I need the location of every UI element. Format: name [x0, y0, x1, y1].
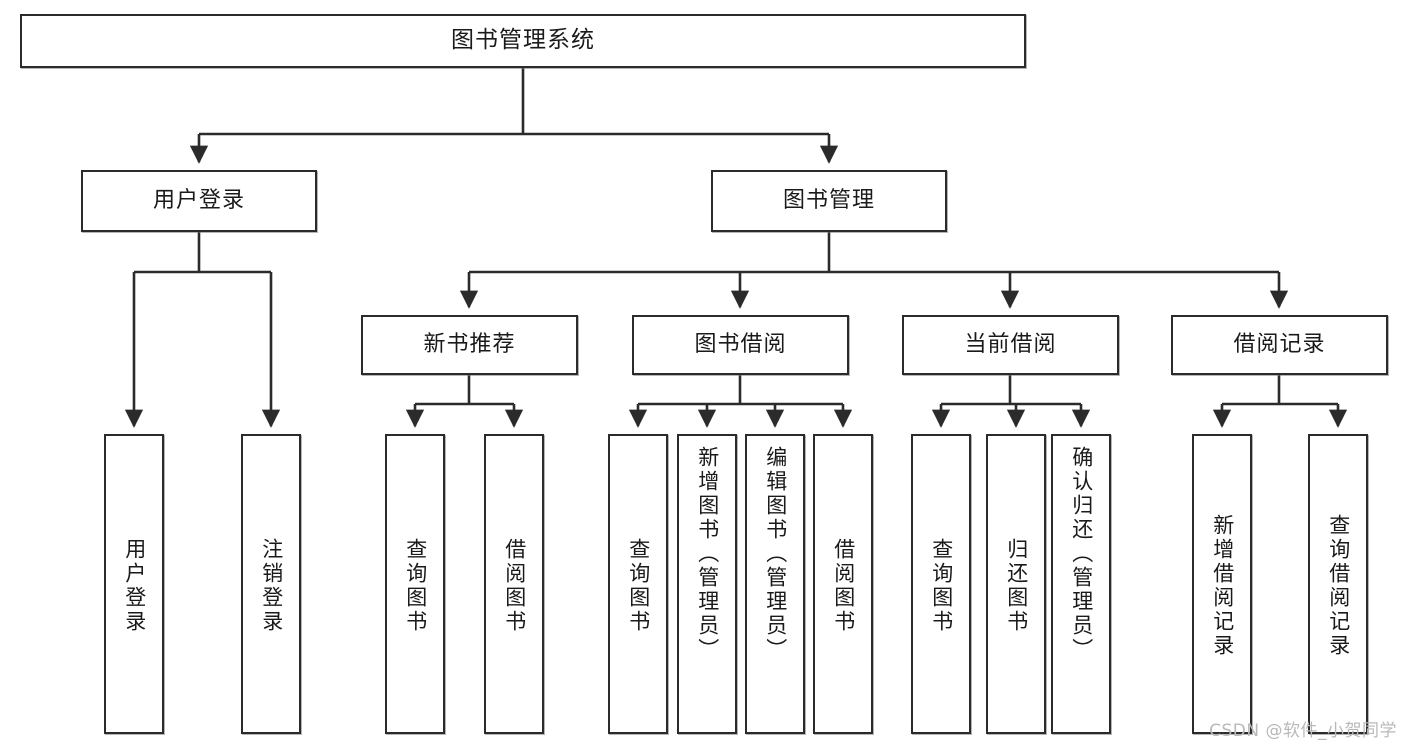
node-leaf-borrow-query[interactable]: 查询图书: [608, 434, 668, 734]
leaf-inner: 借阅图书: [486, 440, 542, 732]
watermark: CSDN @软件_小贺同学: [1209, 721, 1397, 741]
node-leaf-borrow-edit[interactable]: 编辑图书（管理员）: [745, 434, 805, 734]
node-leaf-cur-confirm-label: 确认归还（管理员）: [1069, 446, 1094, 662]
node-leaf-cur-query[interactable]: 查询图书: [911, 434, 971, 734]
node-leaf-rec-query[interactable]: 查询图书: [385, 434, 445, 734]
node-borrow-record[interactable]: 借阅记录: [1171, 315, 1388, 375]
node-leaf-cur-query-label: 查询图书: [929, 538, 954, 634]
node-root-label: 图书管理系统: [451, 27, 595, 54]
node-leaf-borrow-add[interactable]: 新增图书（管理员）: [677, 434, 737, 734]
node-book-manage-label: 图书管理: [782, 187, 875, 213]
node-borrow-record-label: 借阅记录: [1233, 331, 1326, 357]
leaf-inner: 新增图书（管理员）: [679, 440, 735, 738]
node-leaf-rec-borrow-label: 借阅图书: [502, 538, 527, 634]
node-book-borrow[interactable]: 图书借阅: [632, 315, 849, 375]
node-new-book-rec-label: 新书推荐: [423, 331, 516, 357]
node-book-manage[interactable]: 图书管理: [711, 170, 947, 232]
node-leaf-rec-query-label: 查询图书: [403, 538, 428, 634]
node-leaf-cur-confirm[interactable]: 确认归还（管理员）: [1051, 434, 1111, 734]
node-leaf-borrow-query-label: 查询图书: [626, 538, 651, 634]
leaf-inner: 编辑图书（管理员）: [747, 440, 803, 738]
leaf-inner: 查询图书: [610, 440, 666, 732]
node-leaf-borrow-do[interactable]: 借阅图书: [813, 434, 873, 734]
node-current-borrow[interactable]: 当前借阅: [902, 315, 1119, 375]
node-user-login-label: 用户登录: [152, 187, 245, 213]
node-leaf-rec-borrow[interactable]: 借阅图书: [484, 434, 544, 734]
node-leaf-rec-add[interactable]: 新增借阅记录: [1192, 434, 1252, 734]
leaf-inner: 注销登录: [243, 440, 299, 732]
node-root[interactable]: 图书管理系统: [20, 14, 1026, 68]
leaf-inner: 查询图书: [387, 440, 443, 732]
node-leaf-user-login-label: 用户登录: [122, 538, 147, 634]
leaf-inner: 用户登录: [106, 440, 162, 732]
leaf-inner: 归还图书: [988, 440, 1044, 732]
node-leaf-user-logout-label: 注销登录: [259, 538, 284, 634]
leaf-inner: 新增借阅记录: [1194, 440, 1250, 732]
node-book-borrow-label: 图书借阅: [694, 331, 787, 357]
leaf-inner: 查询借阅记录: [1310, 440, 1366, 732]
leaf-inner: 借阅图书: [815, 440, 871, 732]
leaf-inner: 查询图书: [913, 440, 969, 732]
node-leaf-rec-query2-label: 查询借阅记录: [1326, 514, 1351, 658]
node-leaf-user-logout[interactable]: 注销登录: [241, 434, 301, 734]
node-current-borrow-label: 当前借阅: [964, 331, 1057, 357]
node-user-login[interactable]: 用户登录: [81, 170, 317, 232]
node-leaf-borrow-do-label: 借阅图书: [831, 538, 856, 634]
leaf-inner: 确认归还（管理员）: [1053, 440, 1109, 738]
node-leaf-cur-return[interactable]: 归还图书: [986, 434, 1046, 734]
node-leaf-cur-return-label: 归还图书: [1004, 538, 1029, 634]
node-leaf-borrow-edit-label: 编辑图书（管理员）: [763, 446, 788, 662]
node-leaf-rec-add-label: 新增借阅记录: [1210, 514, 1235, 658]
node-leaf-user-login[interactable]: 用户登录: [104, 434, 164, 734]
node-leaf-borrow-add-label: 新增图书（管理员）: [695, 446, 720, 662]
node-new-book-rec[interactable]: 新书推荐: [361, 315, 578, 375]
node-leaf-rec-query2[interactable]: 查询借阅记录: [1308, 434, 1368, 734]
